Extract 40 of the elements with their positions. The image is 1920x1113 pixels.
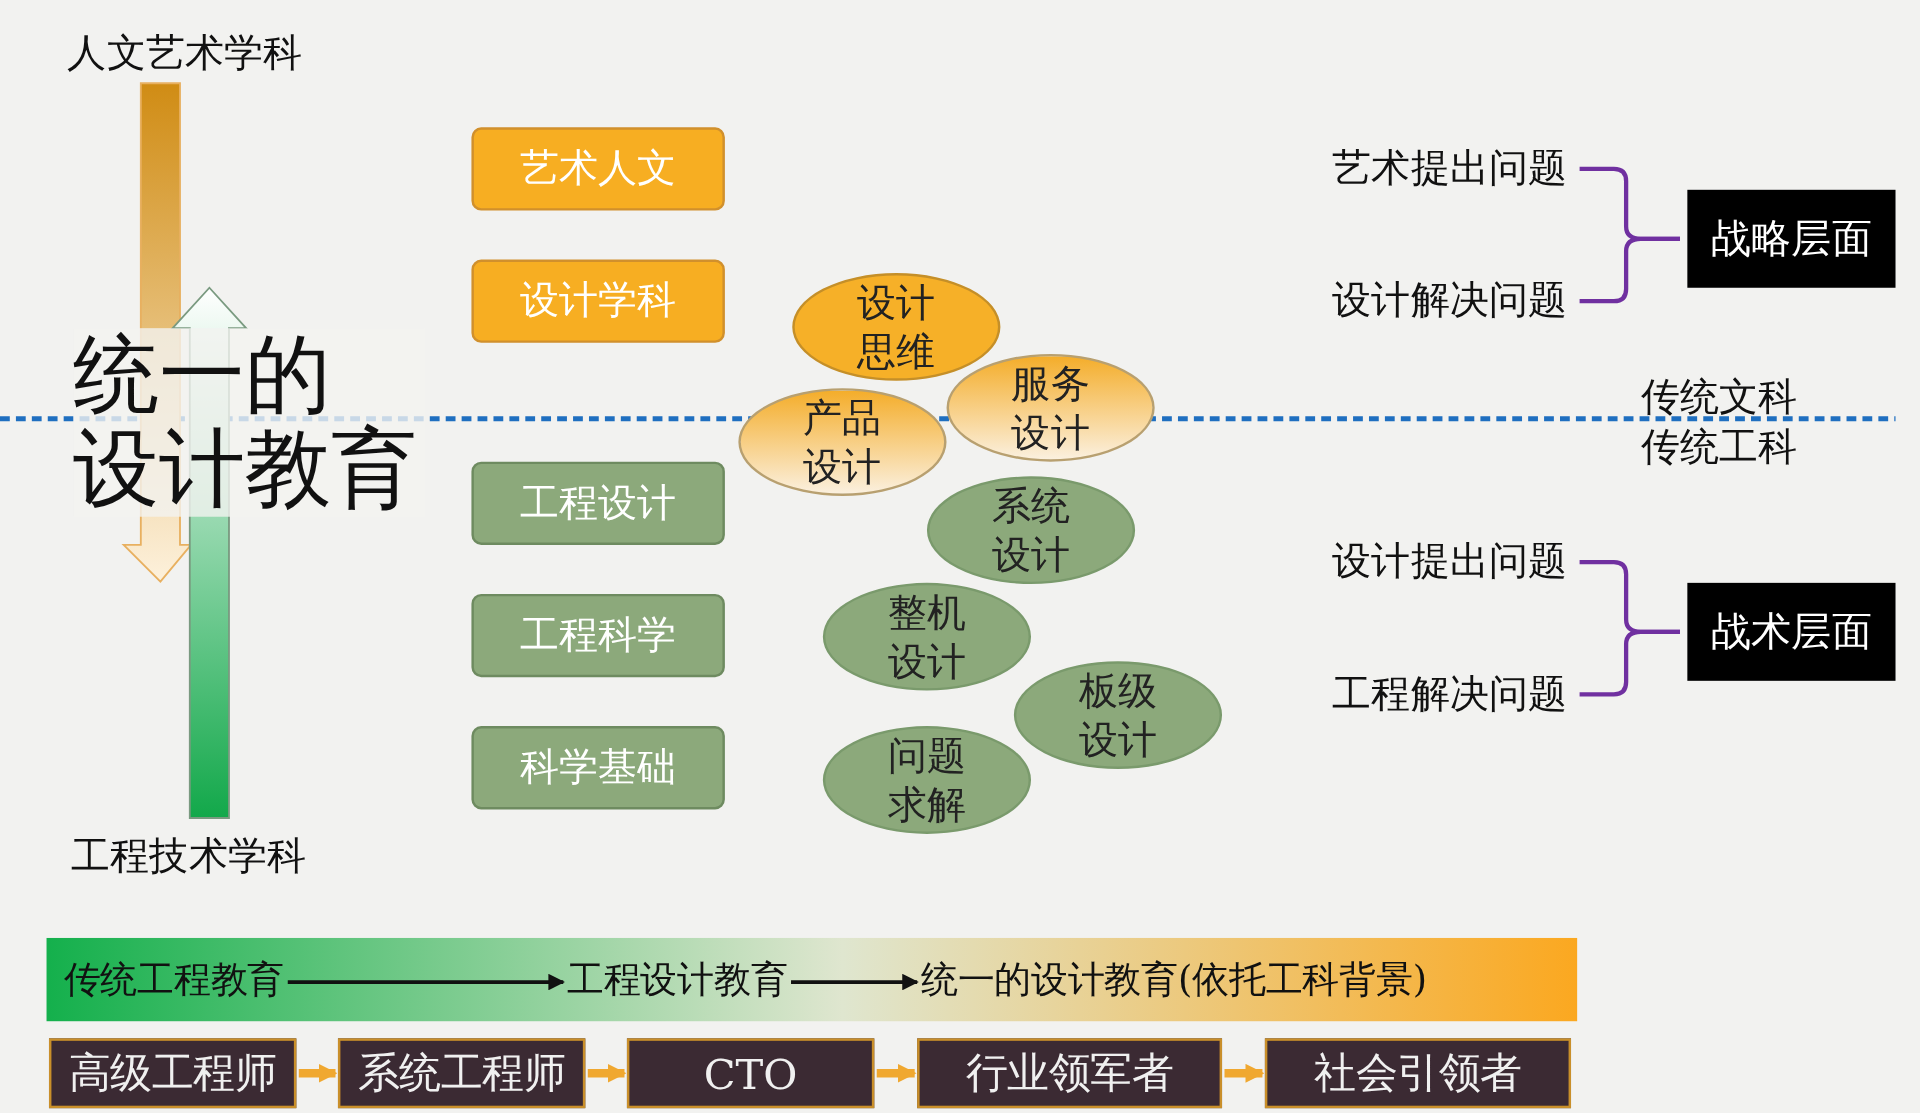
topic-ellipse: 产品设计 (738, 388, 947, 496)
slide-heading: 统一的设计教育 (73, 328, 425, 517)
stage-text: 工程设计教育 (566, 955, 788, 1005)
bracket-connector (1579, 629, 1680, 697)
arrow (876, 1063, 917, 1083)
career-box: 行业领军者 (917, 1038, 1223, 1109)
category-box: 工程科学 (471, 593, 725, 678)
category-box: 艺术人文 (471, 127, 725, 211)
region-label: 传统文科 (1640, 372, 1798, 422)
question-text: 艺术提出问题 (1305, 142, 1568, 196)
bracket-connector (1579, 236, 1680, 304)
topic-ellipse: 系统设计 (926, 476, 1136, 585)
arrow (1224, 1063, 1265, 1083)
axis-label: 人文艺术学科 (67, 28, 303, 78)
arrow (298, 1063, 338, 1083)
topic-ellipse: 服务设计 (946, 353, 1155, 462)
category-box: 设计学科 (471, 259, 725, 343)
arrow (587, 1063, 627, 1083)
region-label: 传统工科 (1640, 422, 1798, 473)
category-box: 科学基础 (471, 726, 725, 810)
career-box: 系统工程师 (337, 1038, 586, 1109)
level-box: 战术层面 (1687, 582, 1896, 681)
progression-band (46, 937, 1578, 1022)
career-box: 社会引领者 (1264, 1038, 1571, 1109)
topic-ellipse: 问题求解 (822, 726, 1031, 834)
career-box: 高级工程师 (49, 1038, 297, 1109)
question-text: 工程解决问题 (1305, 667, 1568, 722)
topic-ellipse: 整机设计 (822, 582, 1031, 691)
axis-label: 工程技术学科 (71, 831, 307, 882)
stage-text: 传统工程教育 (63, 955, 285, 1005)
topic-ellipse: 板级设计 (1013, 661, 1223, 769)
topic-ellipse: 设计思维 (792, 273, 1001, 381)
level-box: 战略层面 (1687, 189, 1896, 288)
question-text: 设计解决问题 (1305, 274, 1568, 329)
stage-text: 统一的设计教育(依托工科背景) (920, 955, 1428, 1005)
arrow (287, 973, 565, 991)
arrow (791, 973, 919, 991)
category-box: 工程设计 (471, 461, 725, 545)
question-text: 设计提出问题 (1305, 535, 1568, 589)
career-box: CTO (626, 1038, 875, 1109)
